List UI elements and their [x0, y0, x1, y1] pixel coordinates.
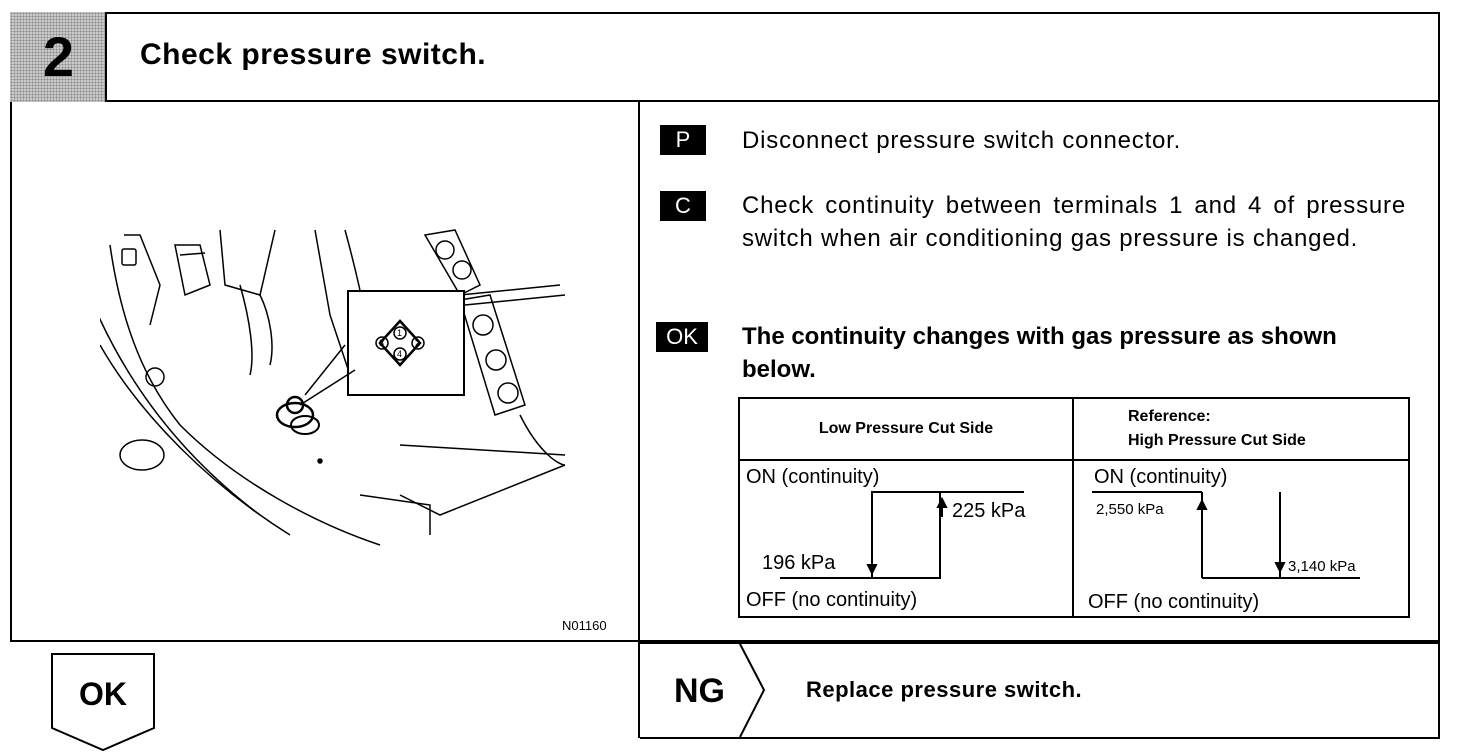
- continuity-table: [738, 397, 1410, 618]
- high-left-value: 2,550 kPa: [1096, 501, 1164, 518]
- high-off-label: OFF (no continuity): [1088, 591, 1259, 613]
- procedure-tag: P: [660, 125, 706, 155]
- step-number-box: [10, 12, 107, 102]
- terminal-label: 2: [415, 338, 420, 348]
- ok-tag: OK: [656, 322, 708, 352]
- low-rise-value: 225 kPa: [952, 500, 1026, 522]
- expected-result-text: The continuity changes with gas pressure…: [742, 323, 1337, 383]
- continuity-graph: ON (continuity) 225 kPa 196 kPa OFF (no …: [746, 466, 1360, 613]
- table-divider: [738, 459, 1410, 461]
- table-header-high: High Pressure Cut Side: [1128, 432, 1306, 449]
- step-title: Check pressure switch.: [140, 38, 487, 71]
- low-fall-value: 196 kPa: [762, 552, 836, 574]
- pressure-switch-illustration: 1 2 3 4: [100, 229, 566, 546]
- terminal-label: 1: [397, 328, 402, 338]
- ng-arrow-icon: [739, 643, 766, 738]
- table-divider: [1072, 397, 1074, 618]
- terminal-label: 3: [379, 338, 384, 348]
- up-arrow-icon: [936, 496, 948, 508]
- figure-id: N01160: [562, 618, 607, 633]
- column-divider: [638, 102, 640, 738]
- low-off-label: OFF (no continuity): [746, 589, 917, 611]
- down-arrow-icon: [866, 564, 878, 576]
- ok-result-shape: [51, 653, 155, 752]
- instruction-text: Check continuity between terminals 1 and…: [742, 192, 1406, 252]
- high-right-value: 3,140 kPa: [1288, 558, 1356, 575]
- ok-result-label: OK: [79, 676, 127, 712]
- low-on-label: ON (continuity): [746, 466, 879, 488]
- step-number: 2: [42, 25, 75, 88]
- table-header-reference: Reference:: [1128, 408, 1211, 425]
- terminal-label: 4: [397, 349, 402, 359]
- ng-result-frame: [640, 642, 1440, 739]
- down-arrow-icon: [1274, 562, 1286, 574]
- high-on-label: ON (continuity): [1094, 466, 1227, 488]
- instruction-text: Disconnect pressure switch connector.: [742, 127, 1182, 154]
- table-header-low: Low Pressure Cut Side: [818, 420, 994, 437]
- up-arrow-icon: [1196, 498, 1208, 510]
- check-tag: C: [660, 191, 706, 221]
- ng-result-label: NG: [674, 672, 725, 710]
- body-frame: [10, 102, 1440, 642]
- ng-action-text: Replace pressure switch.: [806, 677, 1083, 702]
